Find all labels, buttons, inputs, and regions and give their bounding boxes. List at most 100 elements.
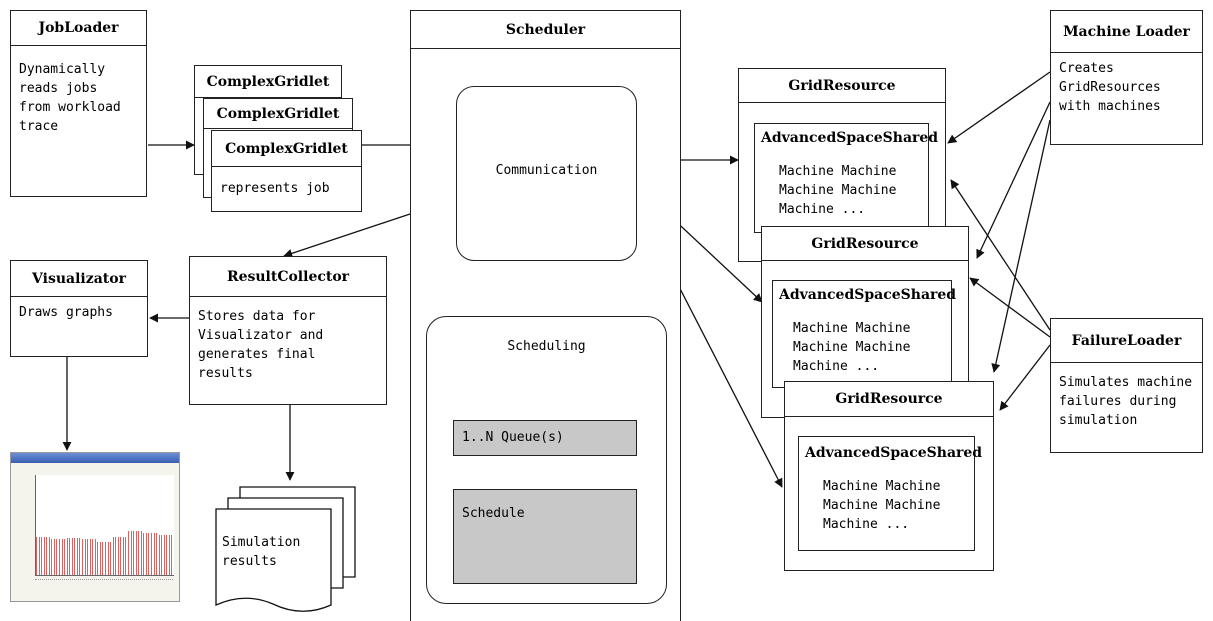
thumbnail-bar <box>135 531 137 575</box>
thumbnail-bar <box>128 531 129 575</box>
jobloader-description: Dynamically reads jobs from workload tra… <box>19 62 121 134</box>
thumbnail-bar <box>59 539 60 575</box>
arrow-machineloader-resource2 <box>976 101 1051 259</box>
gridlet-box-front: ComplexGridlet represents job <box>211 130 362 212</box>
thumbnail-bar <box>92 539 94 575</box>
thumbnail-bar <box>125 537 127 575</box>
arrow-machineloader-resource1 <box>947 71 1051 144</box>
scheduler-title: Scheduler <box>411 11 680 49</box>
thumbnail-bar <box>140 531 142 575</box>
machines-list-1: Machine Machine Machine Machine Machine … <box>779 164 897 217</box>
thumbnail-axis-ticks <box>35 579 173 586</box>
visualizator-box: Visualizator Draws graphs <box>10 260 148 357</box>
resultcollector-box: ResultCollector Stores data for Visualiz… <box>189 256 387 405</box>
failureloader-box: FailureLoader Simulates machine failures… <box>1050 318 1203 453</box>
thumbnail-bar <box>122 537 124 575</box>
thumbnail-bar <box>138 531 140 575</box>
resultcollector-title: ResultCollector <box>190 257 386 297</box>
machineloader-description: Creates GridResources with machines <box>1059 61 1161 114</box>
thumbnail-bar <box>117 537 119 575</box>
thumbnail-bar <box>133 531 135 575</box>
thumbnail-bar <box>120 537 122 575</box>
thumbnail-bar <box>105 542 106 575</box>
gridresource-title-2: GridResource <box>762 227 968 261</box>
thumbnail-plot-area <box>35 475 174 576</box>
simulation-results-stack <box>215 486 356 612</box>
thumbnail-bar <box>51 539 53 575</box>
machineloader-title: Machine Loader <box>1051 11 1202 53</box>
gridresource-title-3: GridResource <box>785 382 993 417</box>
thumbnail-bar <box>82 539 83 575</box>
thumbnail-bar <box>161 535 163 575</box>
thumbnail-bar <box>41 537 43 575</box>
communication-box: Communication <box>456 86 637 261</box>
gridlet-title-back: ComplexGridlet <box>195 66 341 98</box>
arrow-failureloader-resource2 <box>969 277 1051 338</box>
scheduling-label: Scheduling <box>507 339 586 354</box>
thumbnail-bar <box>130 531 132 575</box>
thumbnail-bar <box>43 537 45 575</box>
thumbnail-bar <box>158 535 160 575</box>
thumbnail-bar <box>76 538 78 575</box>
spaceshared-title-3: AdvancedSpaceShared <box>805 445 983 461</box>
resultcollector-description: Stores data for Visualizator and generat… <box>198 309 324 381</box>
thumbnail-bar <box>156 533 158 575</box>
spaceshared-title-1: AdvancedSpaceShared <box>761 130 939 146</box>
simulation-results-label: Simulation results <box>222 535 301 569</box>
thumbnail-bar <box>53 539 55 575</box>
visualizator-title: Visualizator <box>11 261 147 297</box>
thumbnail-bar <box>38 537 40 575</box>
thumbnail-bar <box>89 539 91 575</box>
thumbnail-titlebar <box>11 453 179 463</box>
arrow-failureloader-resource1 <box>950 179 1051 331</box>
thumbnail-bar <box>110 542 112 575</box>
thumbnail-bar <box>145 533 147 575</box>
visualizator-description: Draws graphs <box>19 305 113 320</box>
thumbnail-bar <box>64 539 66 575</box>
thumbnail-bar <box>74 538 76 575</box>
thumbnail-bar <box>69 538 71 575</box>
schedule-box: Schedule <box>453 489 637 584</box>
machines-list-3: Machine Machine Machine Machine Machine … <box>823 479 941 532</box>
thumbnail-bar <box>56 539 58 575</box>
thumbnail-bar <box>71 538 73 575</box>
thumbnail-bar <box>163 535 165 575</box>
jobloader-title: JobLoader <box>11 11 146 46</box>
thumbnail-bar <box>151 533 152 575</box>
thumbnail-bar <box>48 537 50 575</box>
machineloader-box: Machine Loader Creates GridResources wit… <box>1050 10 1203 145</box>
failureloader-description: Simulates machine failures during simula… <box>1059 375 1193 428</box>
failureloader-title: FailureLoader <box>1051 319 1202 363</box>
thumbnail-bar <box>61 539 63 575</box>
gridlet-title-middle: ComplexGridlet <box>204 99 352 129</box>
thumbnail-bar <box>99 542 101 575</box>
queues-label: 1..N Queue(s) <box>462 430 564 445</box>
jobloader-box: JobLoader Dynamically reads jobs from wo… <box>10 10 147 197</box>
visualizator-chart-thumbnail <box>10 452 180 602</box>
arrow-machineloader-resource3 <box>991 119 1051 373</box>
thumbnail-bar <box>166 535 168 575</box>
spaceshared-box-2: AdvancedSpaceShared Machine Machine Mach… <box>772 280 957 388</box>
thumbnail-bars <box>36 475 174 575</box>
spaceshared-title-2: AdvancedSpaceShared <box>779 287 957 303</box>
thumbnail-bar <box>153 533 155 575</box>
thumbnail-bar <box>115 537 117 575</box>
thumbnail-bar <box>66 538 68 575</box>
spaceshared-box-1: AdvancedSpaceShared Machine Machine Mach… <box>754 123 939 233</box>
thumbnail-bar <box>97 542 99 575</box>
spaceshared-box-3: AdvancedSpaceShared Machine Machine Mach… <box>798 436 983 551</box>
thumbnail-bar <box>79 538 81 575</box>
machines-list-2: Machine Machine Machine Machine Machine … <box>793 321 911 374</box>
thumbnail-bar <box>168 535 170 575</box>
thumbnail-bar <box>102 542 104 575</box>
gridlet-title-front: ComplexGridlet <box>212 131 361 167</box>
thumbnail-bar <box>107 542 109 575</box>
thumbnail-bar <box>148 533 150 575</box>
thumbnail-bar <box>94 539 96 575</box>
thumbnail-bar <box>87 539 89 575</box>
gridlet-description: represents job <box>220 181 330 196</box>
thumbnail-bar <box>36 537 37 575</box>
arrow-failureloader-resource3 <box>999 344 1051 411</box>
